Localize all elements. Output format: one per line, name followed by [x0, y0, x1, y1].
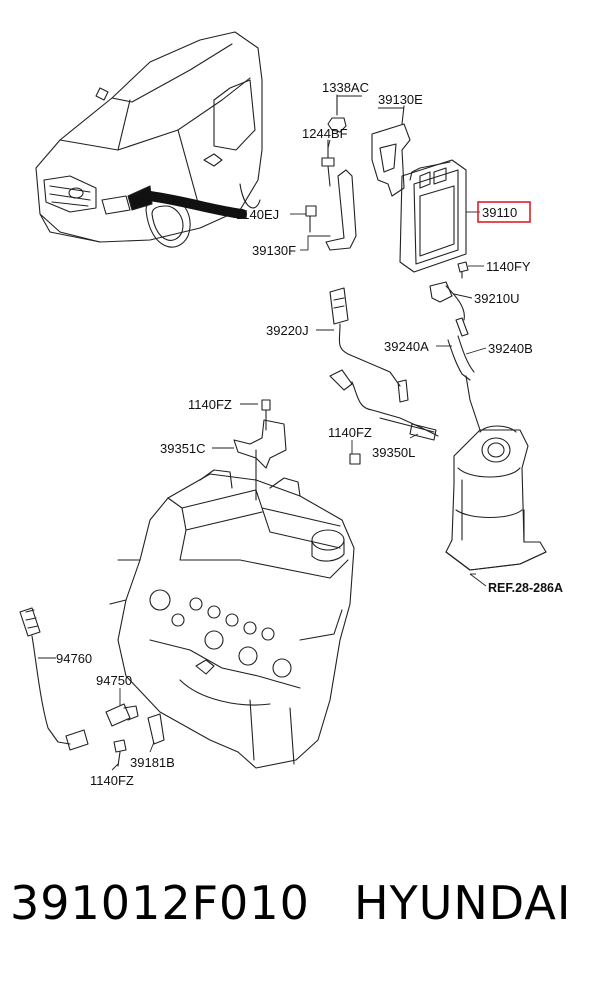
label-39351c[interactable]: 39351C: [160, 441, 206, 456]
vehicle-illustration: [35, 31, 263, 248]
part-labels: 1338AC 39130E 1244BF 1140EJ 39110 39130F…: [56, 80, 563, 788]
label-1338ac[interactable]: 1338AC: [322, 80, 369, 95]
label-39181b[interactable]: 39181B: [130, 755, 175, 770]
label-39130e[interactable]: 39130E: [378, 92, 423, 107]
oxygen-sensor-assembly: [329, 261, 475, 441]
leader-lines: [38, 95, 487, 771]
engine-block: [109, 469, 355, 769]
bracket-39351c: [233, 399, 361, 501]
label-1140fz-mid[interactable]: 1140FZ: [328, 425, 372, 440]
catalytic-converter: [445, 375, 547, 571]
highlight-box-39110: [477, 201, 531, 223]
sensor-group-left: [19, 607, 165, 767]
label-39240a[interactable]: 39240A: [384, 339, 429, 354]
label-39350l[interactable]: 39350L: [372, 445, 415, 460]
label-39210u[interactable]: 39210U: [474, 291, 520, 306]
label-39220j[interactable]: 39220J: [266, 323, 309, 338]
label-1244bf[interactable]: 1244BF: [302, 126, 348, 141]
brand-name: HYUNDAI: [354, 876, 572, 930]
label-1140fy[interactable]: 1140FY: [486, 259, 531, 274]
label-ref-28-286a[interactable]: REF.28-286A: [488, 581, 563, 595]
label-39130f[interactable]: 39130F: [252, 243, 296, 258]
label-39110[interactable]: 39110: [482, 205, 517, 220]
caption: 391012F010 HYUNDAI: [0, 876, 600, 956]
label-39240b[interactable]: 39240B: [488, 341, 533, 356]
label-94760[interactable]: 94760: [56, 651, 92, 666]
label-1140ej[interactable]: 1140EJ: [236, 207, 279, 222]
part-number: 391012F010: [10, 876, 310, 930]
label-1140fz-bottom[interactable]: 1140FZ: [90, 773, 134, 788]
label-94750[interactable]: 94750: [96, 673, 132, 688]
ecu-assembly: [305, 94, 467, 273]
label-1140fz-top[interactable]: 1140FZ: [188, 397, 232, 412]
